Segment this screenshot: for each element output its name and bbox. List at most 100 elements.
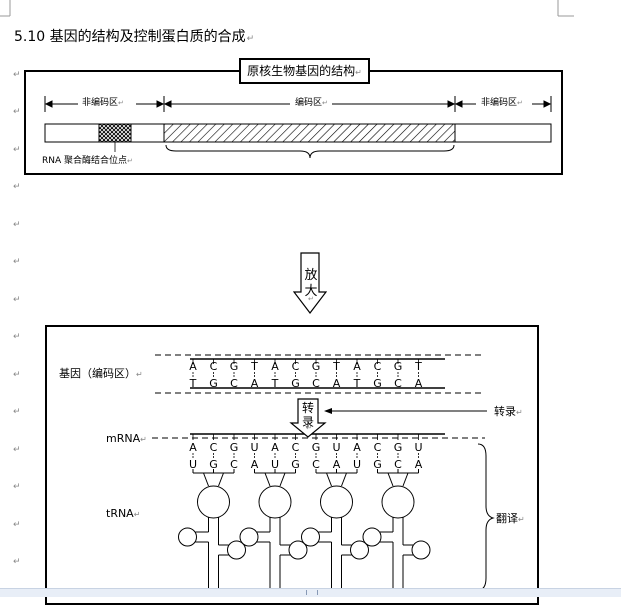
mrna-label: mRNA↵ xyxy=(106,432,147,447)
trna-stem xyxy=(341,472,347,487)
mrna-base: U xyxy=(250,441,258,454)
enlarge-arrow xyxy=(293,252,327,314)
mrna-base: U xyxy=(414,441,422,454)
gene-coding-text: 基因（编码区） xyxy=(59,367,136,380)
paragraph-mark: ↵ xyxy=(13,332,21,342)
translation-label: 翻译↵ xyxy=(496,512,525,527)
paragraph-mark: ↵ xyxy=(13,370,21,380)
trna-loop xyxy=(258,485,292,519)
page-heading: 5.10 基因的结构及控制蛋白质的合成↵ xyxy=(14,28,254,48)
paragraph-mark: ↵ xyxy=(13,257,21,267)
coding-region-bar xyxy=(163,123,456,143)
noncoding-right-text: 非编码区 xyxy=(481,98,518,108)
dna-bottom-base: C xyxy=(394,377,402,390)
paragraph-mark: ↵ xyxy=(136,370,143,379)
noncoding-left-label: 非编码区↵ xyxy=(80,98,126,109)
trna-loop xyxy=(178,527,197,547)
transcription-text: 转录 xyxy=(494,405,516,418)
anticodon-base: G xyxy=(209,458,218,471)
enlarge-char-1: 放 xyxy=(304,268,318,283)
paragraph-mark: ↵ xyxy=(516,408,523,417)
trna-stem xyxy=(402,472,409,487)
trna-stem xyxy=(264,472,271,487)
paragraph-mark: ↵ xyxy=(140,435,147,444)
paragraph-mark: ↵ xyxy=(517,99,523,107)
dna-strands xyxy=(155,354,485,394)
gene-structure-diagram xyxy=(44,96,552,159)
paragraph-mark: ↵ xyxy=(13,407,21,417)
dna-bottom-base: A xyxy=(251,377,259,390)
paragraph-mark: ↵ xyxy=(355,68,362,77)
noncoding-left-text: 非编码区 xyxy=(82,98,119,108)
trna-stem xyxy=(279,472,286,487)
paragraph-mark: ↵ xyxy=(13,445,21,455)
transcription-arrow xyxy=(289,398,327,438)
horizontal-scrollbar[interactable] xyxy=(0,588,621,597)
transcribe-char-1: 转 xyxy=(301,401,314,415)
trna-loop xyxy=(411,540,431,560)
dna-bottom-base: T xyxy=(353,377,361,390)
paragraph-mark: ↵ xyxy=(13,220,21,230)
anticodon-base: C xyxy=(312,458,320,471)
dna-bottom-base: T xyxy=(189,377,197,390)
dna-top-base: C xyxy=(374,360,382,373)
dna-bottom-base: G xyxy=(291,377,300,390)
dna-bottom-base: T xyxy=(271,377,279,390)
paragraph-mark: ↵ xyxy=(13,70,21,80)
paragraph-mark: ↵ xyxy=(13,295,21,305)
trna-loop xyxy=(301,527,320,547)
trna-loop xyxy=(362,527,382,547)
transcription-pointer-head xyxy=(324,408,332,414)
paragraph-mark: ↵ xyxy=(13,557,21,567)
dna-top-base: T xyxy=(414,360,422,373)
mrna-base: A xyxy=(271,441,279,454)
mrna-base: C xyxy=(374,441,382,454)
anticodon-base: G xyxy=(373,458,382,471)
translation-brace xyxy=(477,443,495,591)
gene-coding-label: 基因（编码区）↵ xyxy=(59,367,143,382)
trna-label: tRNA↵ xyxy=(106,507,140,522)
scrollbar-grip[interactable] xyxy=(306,590,318,595)
dna-top-base: A xyxy=(189,360,197,373)
trna-loop xyxy=(227,540,246,560)
trna-loop xyxy=(320,485,353,519)
paragraph-mark: ↵ xyxy=(518,515,525,524)
mrna-base: G xyxy=(312,441,321,454)
dna-top-base: A xyxy=(271,360,279,373)
dna-top-base: T xyxy=(332,360,340,373)
anticodon-base: C xyxy=(394,458,402,471)
trna-stem xyxy=(218,472,224,487)
paragraph-mark-column: ↵ ↵ ↵ ↵ ↵ ↵ ↵ ↵ ↵ ↵ ↵ ↵ ↵ ↵ xyxy=(0,0,30,597)
dna-bottom-base: G xyxy=(209,377,218,390)
trna-loop xyxy=(239,527,259,547)
trna-loop xyxy=(350,540,369,560)
translation-text: 翻译 xyxy=(496,512,518,525)
dna-top-base: G xyxy=(394,360,403,373)
mrna-base: G xyxy=(230,441,239,454)
mrna-base: G xyxy=(394,441,403,454)
mrna-base: C xyxy=(210,441,218,454)
anticodon-base: G xyxy=(291,458,300,471)
dna-bottom-base: A xyxy=(333,377,341,390)
noncoding-right-label: 非编码区↵ xyxy=(479,98,525,109)
mrna-strand xyxy=(152,433,485,439)
trna-molecule xyxy=(301,469,369,590)
trna-text: tRNA xyxy=(106,507,134,520)
gene-structure-title-text: 原核生物基因的结构 xyxy=(247,64,356,78)
dna-bottom-base: C xyxy=(312,377,320,390)
coding-region-label: 编码区↵ xyxy=(293,98,330,109)
trna-stem xyxy=(203,472,209,487)
trna-loop xyxy=(288,540,308,560)
trna-molecule xyxy=(362,469,431,590)
paragraph-mark: ↵ xyxy=(13,482,21,492)
dna-bottom-base: G xyxy=(373,377,382,390)
enlarge-char-2: 大 xyxy=(304,284,318,299)
paragraph-mark: ↵ xyxy=(13,145,21,155)
paragraph-mark: ↵ xyxy=(308,295,314,303)
anticodon-base: A xyxy=(415,458,423,471)
trna-loop xyxy=(381,485,415,519)
anticodon-base: U xyxy=(271,458,279,471)
dna-top-base: C xyxy=(292,360,300,373)
paragraph-mark: ↵ xyxy=(13,182,21,192)
